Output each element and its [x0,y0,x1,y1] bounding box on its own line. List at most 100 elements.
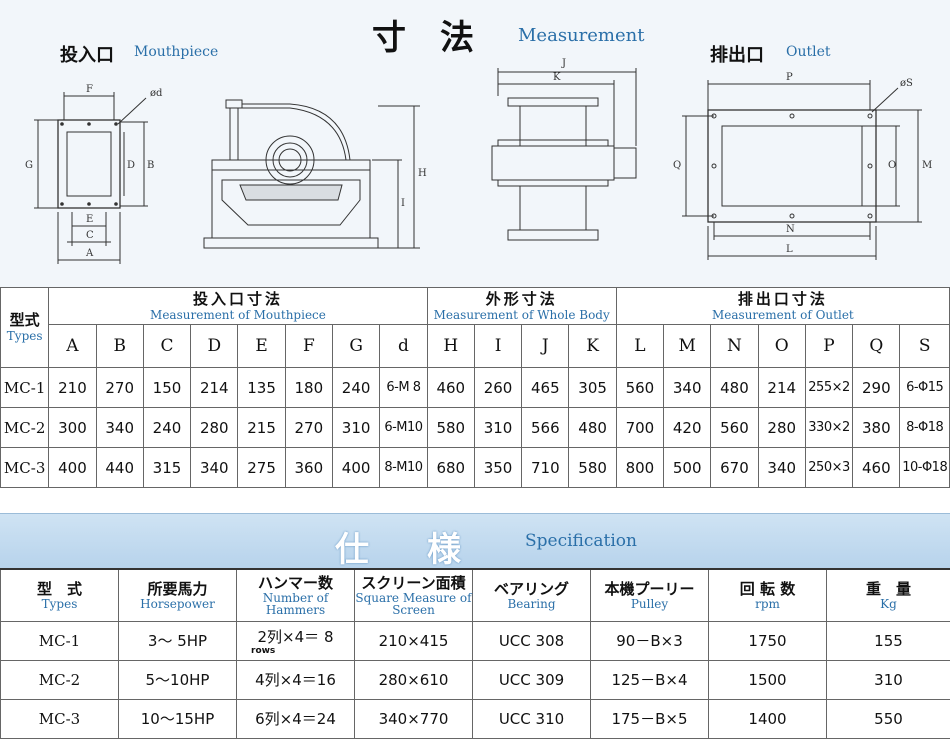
spec-cell-pulley: 90－B×3 [590,620,709,661]
value-cell: 400 [331,447,381,488]
type-cell: MC-2 [0,407,50,448]
value-cell: 460 [852,447,901,488]
specification-title-en: Specification [525,531,637,551]
column-header: M [663,324,712,368]
value-cell: 280 [757,407,806,448]
dim-g: G [25,160,33,171]
value-cell: 10-Φ18 [899,447,950,488]
dim-d-small: ød [150,88,163,99]
value-cell: 214 [190,367,239,408]
spec-cell-kg: 310 [826,659,950,700]
specification-title-jp: 仕様 [335,530,519,570]
value-cell: 214 [757,367,806,408]
spec-cell-hp: 10～15HP [118,698,237,739]
value-cell: 215 [237,407,286,448]
value-cell: 480 [568,407,617,448]
value-cell: 465 [521,367,570,408]
dim-f: F [86,84,93,95]
dim-n: N [786,224,795,235]
value-cell: 210 [48,367,97,408]
spec-cell-hp: 5～10HP [118,659,237,700]
column-header: L [615,324,665,368]
column-header: I [473,324,523,368]
column-header: J [521,324,570,368]
value-cell: 560 [615,367,665,408]
spec-cell-screen: 280×610 [354,659,473,700]
value-cell: 710 [521,447,570,488]
value-cell: 440 [95,447,144,488]
spec-cell-kg: 550 [826,698,950,739]
value-cell: 305 [568,367,617,408]
value-cell: 6-M10 [379,407,428,448]
column-header: A [48,324,97,368]
spec-cell-kg: 155 [826,620,950,661]
spec-cell-name: MC-1 [0,620,119,661]
value-cell: 315 [142,447,192,488]
value-cell: 460 [426,367,475,408]
value-cell: 566 [521,407,570,448]
dim-q: Q [673,160,681,171]
dim-d: D [127,160,135,171]
value-cell: 240 [142,407,192,448]
side-elevation-drawing [491,68,637,241]
dim-k: K [553,72,561,83]
spec-cell-pulley: 175－B×5 [590,698,709,739]
value-cell: 310 [331,407,381,448]
dim-l: L [786,244,793,255]
spec-cell-hammers: 4列×4＝16 [236,659,355,700]
spec-cell-name: MC-2 [0,659,119,700]
dim-c: C [86,230,94,241]
value-cell: 420 [663,407,712,448]
drawing-svg: F ød G D B E C A H I J K P øS Q O M N L [25,58,932,264]
column-header: D [190,324,239,368]
inlet-label-en: Mouthpiece [134,44,219,60]
group-outlet: 排出口寸法 Measurement of Outlet [615,287,950,325]
column-header: d [379,324,428,368]
column-header: C [142,324,192,368]
specification-banner: 仕様 Specification [0,513,950,570]
dim-p: P [786,72,793,83]
value-cell: 580 [568,447,617,488]
measurement-title-jp: 寸 法 [372,18,474,58]
value-cell: 300 [48,407,97,448]
dim-h: H [418,168,427,179]
spec-cell-bearing: UCC 309 [472,659,591,700]
value-cell: 280 [190,407,239,448]
value-cell: 670 [710,447,759,488]
spec-cell-bearing: UCC 308 [472,620,591,661]
value-cell: 330×2 [804,407,854,448]
value-cell: 800 [615,447,665,488]
value-cell: 340 [663,367,712,408]
dim-s: øS [900,78,913,89]
value-cell: 255×2 [804,367,854,408]
column-header: F [284,324,333,368]
column-header: P [804,324,854,368]
inlet-label-jp: 投入口 [60,45,114,66]
spec-cell-name: MC-3 [0,698,119,739]
dim-a: A [85,248,94,259]
group-whole-body: 外形寸法 Measurement of Whole Body [426,287,617,325]
dim-i: I [401,198,405,209]
value-cell: 340 [757,447,806,488]
spec-cell-pulley: 125－B×4 [590,659,709,700]
spec-cell-hammers: 6列×4＝24 [236,698,355,739]
outlet-label-en: Outlet [786,44,831,60]
value-cell: 275 [237,447,286,488]
type-cell: MC-3 [0,447,50,488]
spec-cell-screen: 210×415 [354,620,473,661]
outlet-drawing [682,80,922,260]
technical-drawing: F ød G D B E C A H I J K P øS Q O M N L … [0,0,950,287]
value-cell: 250×3 [804,447,854,488]
spec-cell-screen: 340×770 [354,698,473,739]
spec-cell-bearing: UCC 310 [472,698,591,739]
dim-o: O [888,160,896,171]
